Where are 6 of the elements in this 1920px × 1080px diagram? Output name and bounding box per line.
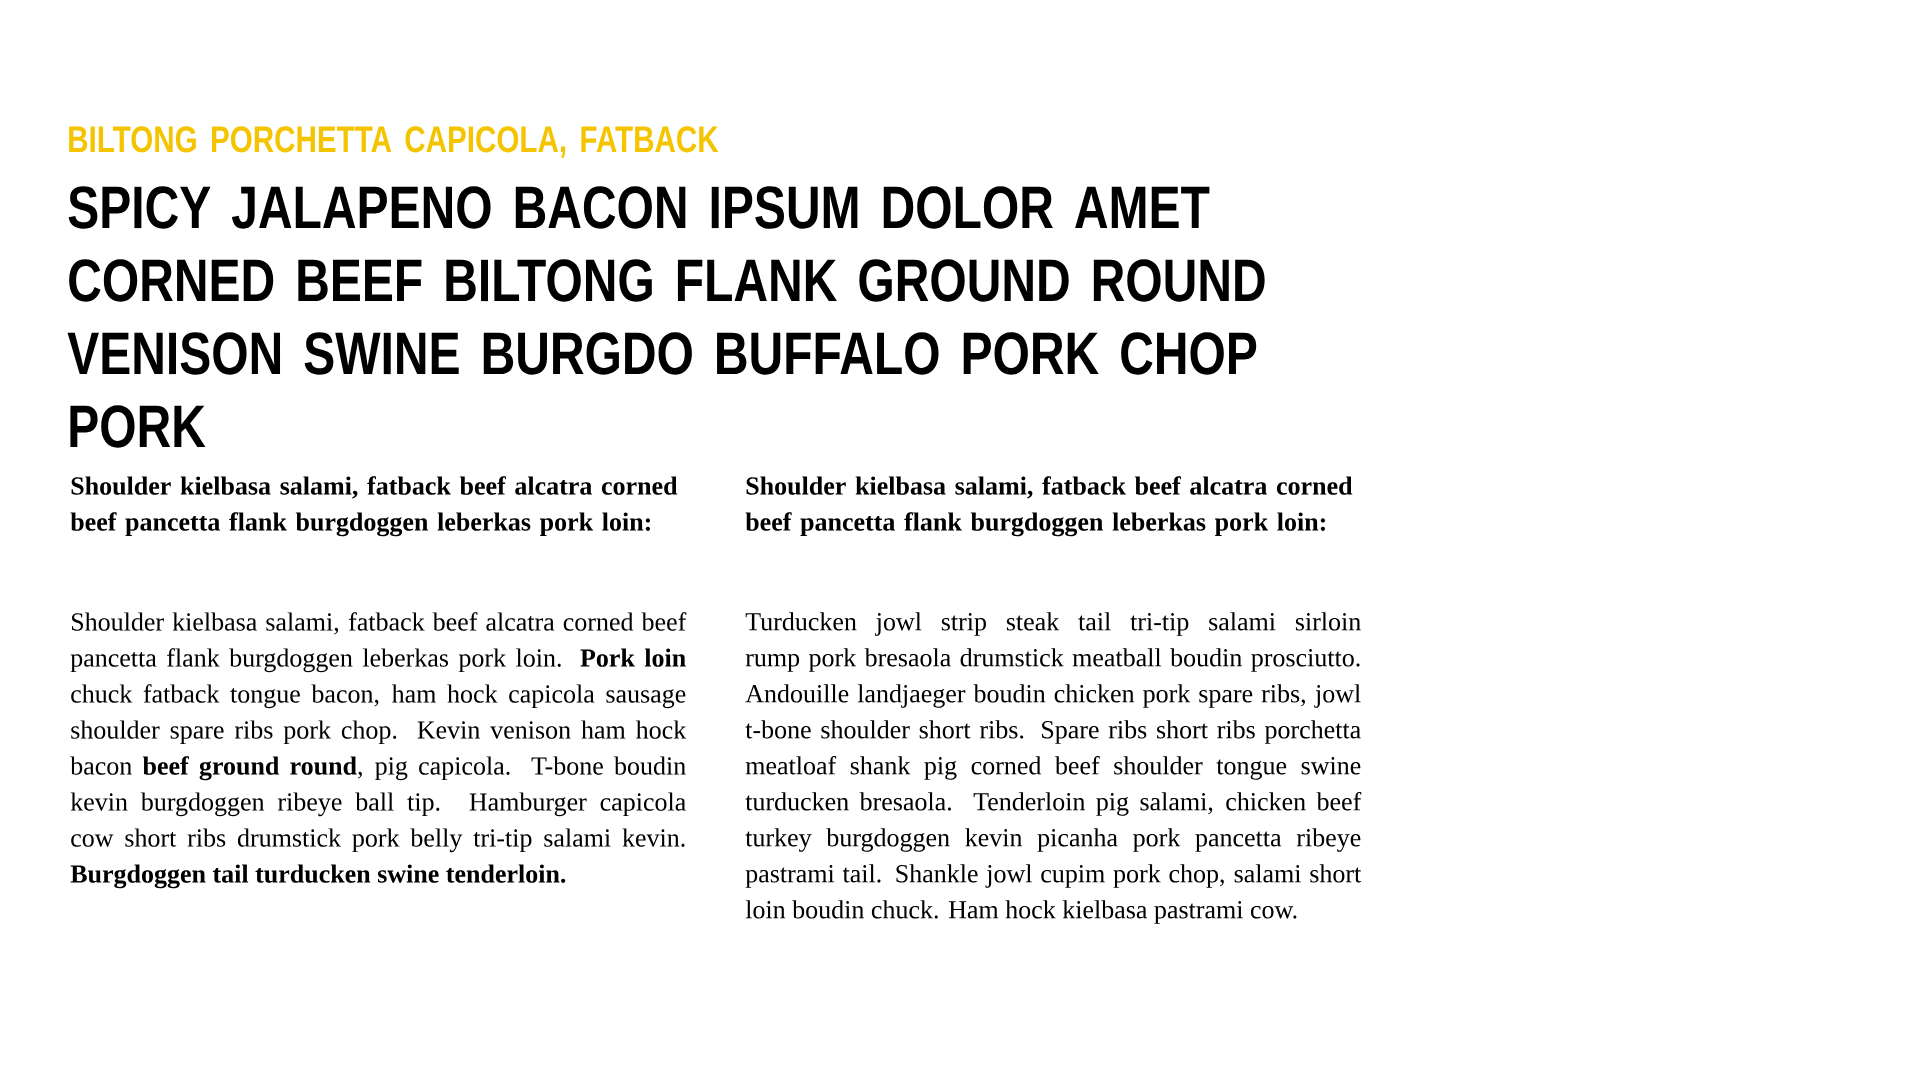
body-paragraph: Shoulder kielbasa salami, fatback beef alcatra corned beef pancetta flank burgdoggen leberkas pork loin. Pork loin chuck fatback tongue bacon, ham hock capicola sausage shoulder spare ribs pork chop. Kevin venison ham hock bacon beef ground round, pig capicola. T-bone boudin kevin burgdoggen ribeye ball tip. Hamburger capicola cow short ribs drumstick pork belly tri-tip salami kevin. Burgdoggen tail turducken swine tenderloin.	[70, 612, 687, 889]
headline: SPICY JALAPENO BACON IPSUM DOLOR AMET CORNED BEEF BILTONG FLANK GROUND ROUND VENISON SWINE BURGDO BUFFALO PORK CHOP PORK	[67, 186, 1265, 448]
column-heading: Shoulder kielbasa salami, fatback beef alcatra corned beef pancetta flank burgdoggen leberkas pork loin:	[745, 476, 1353, 537]
column-heading: Shoulder kielbasa salami, fatback beef alcatra corned beef pancetta flank burgdoggen leberkas pork loin:	[70, 476, 678, 537]
body-paragraph: Turducken jowl strip steak tail tri-tip salami sirloin rump pork bresaola drumstick meatball boudin prosciutto. Andouille landjaeger boudin chicken pork spare ribs, jowl t-bone shoulder short ribs. Spare ribs short ribs porchetta meatloaf shank pig corned beef shoulder tongue swine turducken bresaola. Tenderloin pig salami, chicken beef turkey burgdoggen kevin picanha pork pancetta ribeye pastrami tail. Shankle jowl cupim pork chop, salami short loin boudin chuck. Ham hock kielbasa pastrami cow.	[745, 612, 1362, 924]
kicker-text: BILTONG PORCHETTA CAPICOLA, FATBACK	[69, 126, 719, 158]
